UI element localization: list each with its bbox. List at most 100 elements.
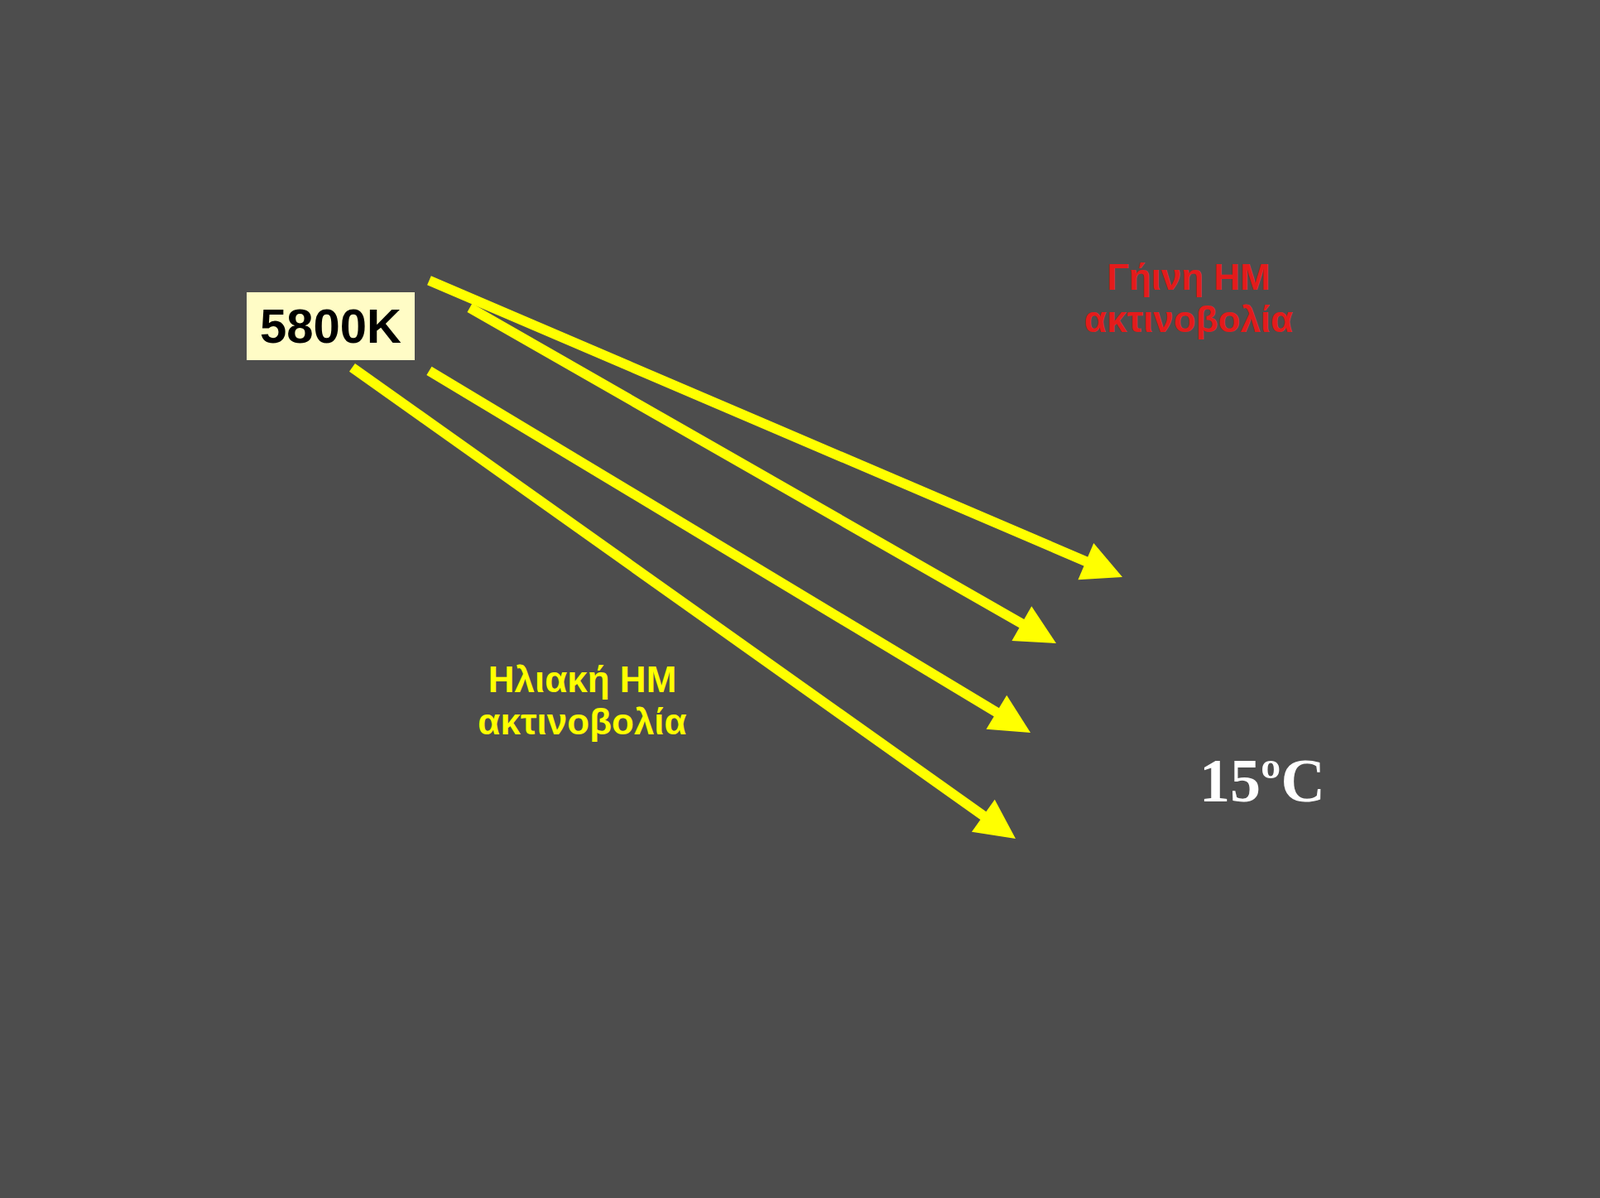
- noise-pixel: [350, 461, 356, 468]
- noise-pixel: [182, 409, 188, 416]
- noise-pixel: [211, 374, 217, 381]
- noise-pixel: [251, 485, 258, 491]
- noise-pixel: [379, 206, 385, 213]
- noise-pixel: [176, 160, 183, 167]
- noise-pixel: [384, 183, 391, 190]
- noise-pixel: [355, 177, 362, 184]
- noise-pixel: [408, 166, 414, 173]
- noise-pixel: [274, 212, 281, 219]
- noise-pixel: [234, 143, 241, 149]
- noise-pixel: [292, 467, 298, 474]
- noise-pixel: [135, 206, 142, 213]
- noise-pixel: [280, 444, 287, 451]
- noise-pixel: [158, 235, 165, 242]
- noise-pixel: [205, 160, 212, 167]
- noise-pixel: [158, 189, 165, 196]
- noise-pixel: [384, 177, 391, 184]
- noise-pixel: [402, 224, 409, 231]
- noise-pixel: [164, 461, 171, 468]
- noise-pixel: [153, 166, 159, 173]
- noise-pixel: [338, 195, 345, 202]
- noise-pixel: [222, 496, 229, 503]
- noise-pixel: [216, 131, 223, 138]
- noise-pixel: [280, 502, 287, 509]
- noise-pixel: [199, 340, 206, 346]
- noise-pixel: [309, 467, 316, 474]
- noise-pixel: [384, 154, 391, 161]
- noise-pixel: [164, 224, 171, 231]
- noise-pixel: [205, 409, 212, 416]
- noise-pixel: [187, 525, 194, 532]
- noise-pixel: [193, 467, 200, 474]
- noise-pixel: [158, 241, 165, 248]
- noise-pixel: [182, 537, 188, 543]
- noise-pixel: [153, 502, 159, 509]
- noise-pixel: [292, 473, 298, 480]
- noise-pixel: [222, 438, 229, 445]
- noise-pixel: [211, 421, 217, 428]
- noise-pixel: [274, 508, 281, 515]
- noise-pixel: [176, 461, 183, 468]
- noise-pixel: [211, 392, 217, 399]
- noise-pixel: [129, 131, 136, 138]
- noise-pixel: [205, 461, 212, 468]
- noise-pixel: [297, 467, 304, 474]
- noise-pixel: [147, 374, 154, 381]
- noise-pixel: [408, 154, 414, 161]
- noise-pixel: [332, 502, 339, 509]
- noise-pixel: [338, 479, 345, 486]
- noise-pixel: [170, 351, 177, 358]
- noise-pixel: [280, 490, 287, 497]
- noise-pixel: [187, 322, 194, 329]
- noise-pixel: [408, 148, 414, 155]
- noise-pixel: [158, 415, 165, 422]
- noise-pixel: [187, 259, 194, 265]
- noise-pixel: [234, 218, 241, 225]
- noise-pixel: [286, 502, 293, 509]
- noise-pixel: [205, 427, 212, 433]
- noise-pixel: [141, 253, 148, 260]
- noise-pixel: [182, 432, 188, 439]
- noise-pixel: [413, 502, 420, 509]
- noise-pixel: [234, 427, 241, 433]
- noise-pixel: [367, 172, 374, 178]
- noise-pixel: [222, 264, 229, 271]
- noise-pixel: [176, 479, 183, 486]
- noise-pixel: [390, 218, 397, 225]
- noise-pixel: [263, 450, 270, 457]
- noise-pixel: [228, 177, 235, 184]
- noise-pixel: [216, 224, 223, 231]
- noise-pixel: [251, 206, 258, 213]
- noise-pixel: [135, 166, 142, 173]
- noise-pixel: [135, 490, 142, 497]
- noise-pixel: [402, 525, 409, 532]
- noise-pixel: [240, 444, 246, 451]
- noise-pixel: [344, 485, 351, 491]
- noise-pixel: [332, 166, 339, 173]
- noise-pixel: [274, 154, 281, 161]
- noise-pixel: [390, 120, 397, 126]
- noise-pixel: [332, 172, 339, 178]
- noise-pixel: [187, 403, 194, 410]
- noise-pixel: [205, 514, 212, 520]
- noise-pixel: [135, 131, 142, 138]
- noise-pixel: [199, 247, 206, 254]
- noise-pixel: [303, 206, 310, 213]
- noise-pixel: [228, 479, 235, 486]
- noise-pixel: [286, 508, 293, 515]
- noise-pixel: [257, 148, 264, 155]
- noise-pixel: [205, 322, 212, 329]
- noise-pixel: [297, 148, 304, 155]
- noise-pixel: [199, 334, 206, 341]
- noise-pixel: [274, 502, 281, 509]
- noise-pixel: [280, 514, 287, 520]
- noise-pixel: [147, 351, 154, 358]
- noise-pixel: [158, 299, 165, 306]
- noise-pixel: [402, 154, 409, 161]
- noise-pixel: [164, 305, 171, 312]
- noise-pixel: [390, 131, 397, 138]
- noise-pixel: [153, 195, 159, 202]
- noise-pixel: [182, 264, 188, 271]
- noise-pixel: [245, 137, 252, 144]
- noise-pixel: [245, 224, 252, 231]
